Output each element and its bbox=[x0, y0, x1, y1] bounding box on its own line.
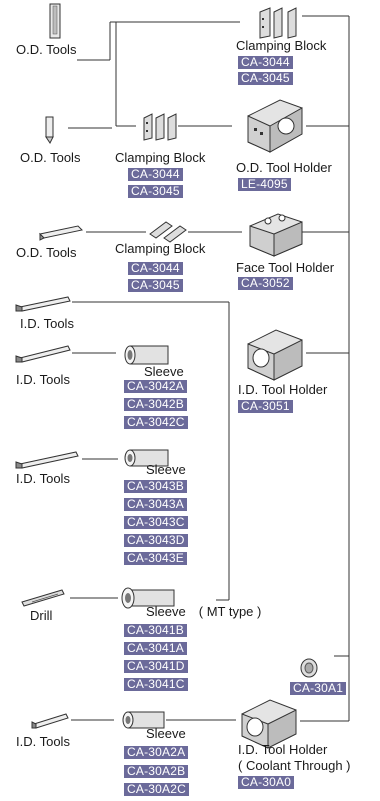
id-tools-label-1: I.D. Tools bbox=[20, 316, 74, 331]
code-sleeve-mt-0: CA-3041B bbox=[124, 624, 187, 637]
od-tool-face-icon bbox=[38, 225, 84, 241]
code-sleeve-b-4: CA-3043E bbox=[124, 552, 187, 565]
code-id-holder-0: CA-3051 bbox=[238, 400, 293, 413]
code-sleeve-a-1: CA-3042B bbox=[124, 398, 187, 411]
id-tool-holder-coolant-label: I.D. Tool Holder bbox=[238, 742, 328, 757]
id-tool-holder-coolant-icon bbox=[241, 699, 297, 749]
code-clamp-top-1: CA-3045 bbox=[238, 72, 293, 85]
code-sleeve-mt-3: CA-3041C bbox=[124, 678, 188, 691]
clamping-block-icon bbox=[259, 7, 297, 39]
code-sleeve-c-2: CA-30A2C bbox=[124, 783, 189, 796]
sleeve-icon bbox=[124, 345, 169, 365]
sleeve-icon-2 bbox=[124, 449, 169, 467]
clamping-block-icon-2 bbox=[143, 113, 177, 141]
clamping-block-icon-3 bbox=[149, 221, 187, 243]
coolant-through-label: ( Coolant Through ) bbox=[238, 758, 351, 773]
id-tools-label-4: I.D. Tools bbox=[16, 734, 70, 749]
id-tool-holder-icon bbox=[247, 329, 303, 381]
code-clamp-mid-1: CA-3045 bbox=[128, 185, 183, 198]
code-sleeve-c-1: CA-30A2B bbox=[124, 765, 189, 778]
code-clamp-face-0: CA-3044 bbox=[128, 262, 183, 275]
plug-icon bbox=[300, 658, 318, 678]
code-sleeve-b-1: CA-3043A bbox=[124, 498, 187, 511]
od-tool-holder-icon bbox=[247, 99, 303, 153]
id-tools-label-3: I.D. Tools bbox=[16, 471, 70, 486]
code-id-holder-ct-0: CA-30A0 bbox=[238, 776, 295, 789]
sleeve-icon-4 bbox=[122, 711, 165, 729]
code-sleeve-mt-1: CA-3041A bbox=[124, 642, 187, 655]
od-tools-label-3: O.D. Tools bbox=[16, 245, 77, 260]
code-clamp-mid-0: CA-3044 bbox=[128, 168, 183, 181]
sleeve-mt-label: Sleeve ( MT type ) bbox=[146, 604, 262, 619]
clamping-block-label-1: Clamping Block bbox=[236, 38, 327, 53]
code-clamp-face-1: CA-3045 bbox=[128, 279, 183, 292]
code-sleeve-c-0: CA-30A2A bbox=[124, 746, 189, 759]
code-sleeve-b-2: CA-3043C bbox=[124, 516, 188, 529]
sleeve-label-2: Sleeve bbox=[146, 462, 186, 477]
face-tool-holder-icon bbox=[249, 213, 303, 257]
code-face-holder-0: CA-3052 bbox=[238, 277, 293, 290]
od-tool-icon bbox=[49, 3, 61, 39]
id-tool-icon-4 bbox=[31, 713, 69, 729]
drill-icon bbox=[21, 589, 65, 607]
code-plug-0: CA-30A1 bbox=[290, 682, 347, 695]
drill-label: Drill bbox=[30, 608, 53, 623]
code-sleeve-b-0: CA-3043B bbox=[124, 480, 187, 493]
id-tool-icon bbox=[15, 296, 71, 312]
clamping-block-label-3: Clamping Block bbox=[115, 241, 206, 256]
od-tools-label-1: O.D. Tools bbox=[16, 42, 77, 57]
code-od-holder-0: LE-4095 bbox=[238, 178, 291, 191]
code-sleeve-a-2: CA-3042C bbox=[124, 416, 188, 429]
id-tools-label-2: I.D. Tools bbox=[16, 372, 70, 387]
sleeve-label-1: Sleeve bbox=[144, 364, 184, 379]
code-sleeve-mt-2: CA-3041D bbox=[124, 660, 188, 673]
id-tool-icon-2 bbox=[15, 345, 71, 363]
od-tool-holder-label: O.D. Tool Holder bbox=[236, 160, 332, 175]
code-sleeve-b-3: CA-3043D bbox=[124, 534, 188, 547]
od-tool-small-icon bbox=[45, 116, 54, 144]
sleeve-label-4: Sleeve bbox=[146, 726, 186, 741]
face-tool-holder-label: Face Tool Holder bbox=[236, 260, 335, 275]
id-tool-holder-label: I.D. Tool Holder bbox=[238, 382, 328, 397]
od-tools-label-2: O.D. Tools bbox=[20, 150, 81, 165]
sleeve-mt-icon bbox=[121, 587, 175, 609]
id-tool-icon-3 bbox=[15, 451, 79, 469]
code-sleeve-a-0: CA-3042A bbox=[124, 380, 187, 393]
code-clamp-top-0: CA-3044 bbox=[238, 56, 293, 69]
clamping-block-label-2: Clamping Block bbox=[115, 150, 206, 165]
